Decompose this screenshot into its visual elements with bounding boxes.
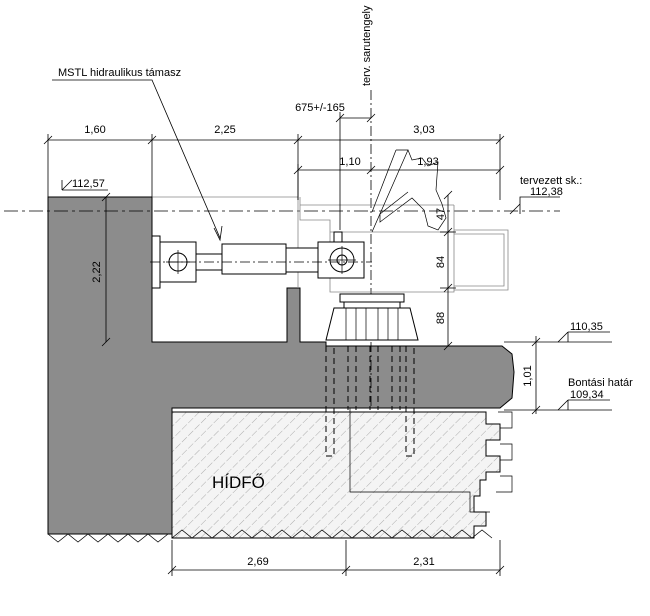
svg-text:47: 47 — [435, 208, 447, 220]
svg-text:Bontási határ: Bontási határ — [568, 377, 633, 389]
top-labels: 1,60 2,25 3,03 1,10 1,93 675+/-165 terv.… — [84, 5, 438, 168]
svg-text:675+/-165: 675+/-165 — [295, 102, 345, 114]
level-marker-110-35: 110,35 — [557, 321, 610, 343]
svg-text:1,93: 1,93 — [417, 156, 438, 168]
svg-text:terv. sarutengely: terv. sarutengely — [361, 5, 373, 86]
svg-text:88: 88 — [435, 312, 447, 324]
svg-text:MSTL hidraulikus támasz: MSTL hidraulikus támasz — [58, 67, 181, 79]
concrete-structure — [47, 196, 515, 543]
svg-text:1,01: 1,01 — [522, 365, 534, 386]
level-marker-design: tervezett sk.: 112,38 — [509, 175, 582, 215]
abutment-hatched-block — [171, 348, 513, 539]
dimension-stack-right: 47 84 88 — [435, 190, 456, 351]
svg-text:2,25: 2,25 — [214, 124, 235, 136]
level-marker-109-34: Bontási határ 109,34 — [557, 377, 633, 411]
jack-label-leader: MSTL hidraulikus támasz — [52, 67, 223, 242]
bearing — [325, 293, 419, 341]
svg-text:109,34: 109,34 — [570, 389, 604, 401]
svg-text:1,10: 1,10 — [339, 156, 360, 168]
svg-text:3,03: 3,03 — [413, 124, 434, 136]
dimension-lines-bottom: 2,69 2,31 — [167, 540, 505, 576]
svg-text:2,69: 2,69 — [247, 556, 268, 568]
svg-text:2,22: 2,22 — [91, 261, 103, 282]
svg-text:tervezett sk.:: tervezett sk.: — [520, 175, 582, 187]
svg-text:110,35: 110,35 — [570, 321, 603, 333]
hydraulic-jack — [150, 231, 372, 289]
svg-text:112,57: 112,57 — [72, 178, 105, 190]
dimension-lines-top — [43, 112, 505, 230]
anchor-bolts — [325, 346, 415, 457]
svg-text:84: 84 — [435, 256, 447, 268]
dimension-1-01: 1,01 — [504, 336, 612, 415]
dimension-2-22: 2,22 — [91, 192, 111, 347]
svg-text:2,31: 2,31 — [413, 556, 434, 568]
level-marker-112-57: 112,57 — [61, 178, 108, 191]
inclined-member — [371, 149, 447, 233]
svg-text:112,38: 112,38 — [530, 186, 563, 198]
abutment-label: HÍDFŐ — [212, 473, 265, 492]
svg-text:1,60: 1,60 — [84, 124, 105, 136]
